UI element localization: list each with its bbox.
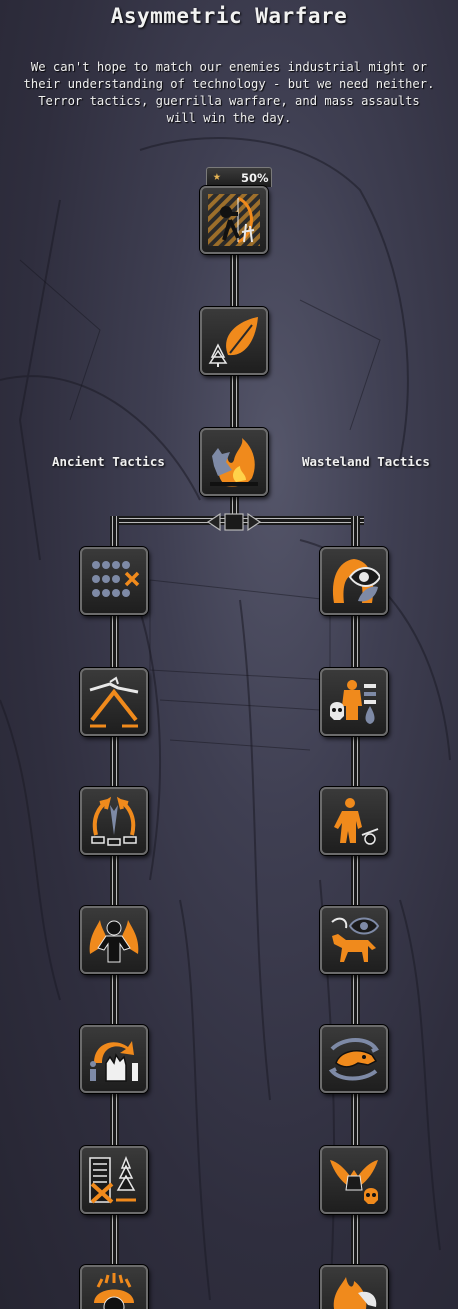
branch-junction-icon <box>206 512 262 532</box>
wolf-fire-icon <box>210 438 258 487</box>
focus-tree-title: Asymmetric Warfare <box>110 4 348 28</box>
focus-wasteland-bat[interactable] <box>320 1146 388 1214</box>
focus-ancient-formation[interactable] <box>80 547 148 615</box>
skull-drop-icon <box>330 680 376 724</box>
focus-ancient-pincer[interactable] <box>80 787 148 855</box>
focus-fire-wolf[interactable] <box>200 428 268 496</box>
focus-ancient-warrior[interactable] <box>80 906 148 974</box>
formation-grid-icon <box>92 561 140 597</box>
hooded-eye-icon <box>332 559 380 603</box>
focus-forest[interactable] <box>200 307 268 375</box>
horde-helmet-icon <box>94 1273 134 1309</box>
focus-wasteland-raider[interactable] <box>320 787 388 855</box>
focus-wasteland-snake[interactable] <box>320 1025 388 1093</box>
pincer-arrows-icon <box>91 796 137 846</box>
city-forest-icon <box>89 1155 136 1204</box>
focus-progress-badge: ★ 50% <box>206 167 272 187</box>
raised-fist-icon <box>90 1041 138 1082</box>
focus-wasteland-hood[interactable] <box>320 547 388 615</box>
focus-ancient-horde[interactable] <box>80 1265 148 1309</box>
archer-archery-icon <box>208 194 260 246</box>
connector-line <box>230 250 239 520</box>
focus-tree-description: We can't hope to match our enemies indus… <box>23 60 435 125</box>
mountain-pass-icon <box>89 676 139 728</box>
bat-skull-icon <box>330 1160 378 1204</box>
wolf-eye-icon <box>331 917 380 962</box>
focus-ancient-mountain[interactable] <box>80 668 148 736</box>
focus-wasteland-skull[interactable] <box>320 668 388 736</box>
branch-label-left: Ancient Tactics <box>52 454 165 469</box>
focus-wasteland-wolf[interactable] <box>320 906 388 974</box>
beast-fire-icon <box>333 1277 377 1309</box>
focus-archer[interactable] <box>200 186 268 254</box>
branch-label-right: Wasteland Tactics <box>302 454 430 469</box>
warrior-flames-icon <box>89 920 139 963</box>
focus-ancient-fist[interactable] <box>80 1025 148 1093</box>
star-icon: ★ <box>213 169 221 184</box>
focus-wasteland-beast[interactable] <box>320 1265 388 1309</box>
progress-percent: 50% <box>241 171 269 185</box>
leaf-forest-icon <box>208 317 258 367</box>
snake-arrows-icon <box>328 1038 379 1081</box>
raider-figure-icon <box>334 798 379 845</box>
focus-ancient-city[interactable] <box>80 1146 148 1214</box>
